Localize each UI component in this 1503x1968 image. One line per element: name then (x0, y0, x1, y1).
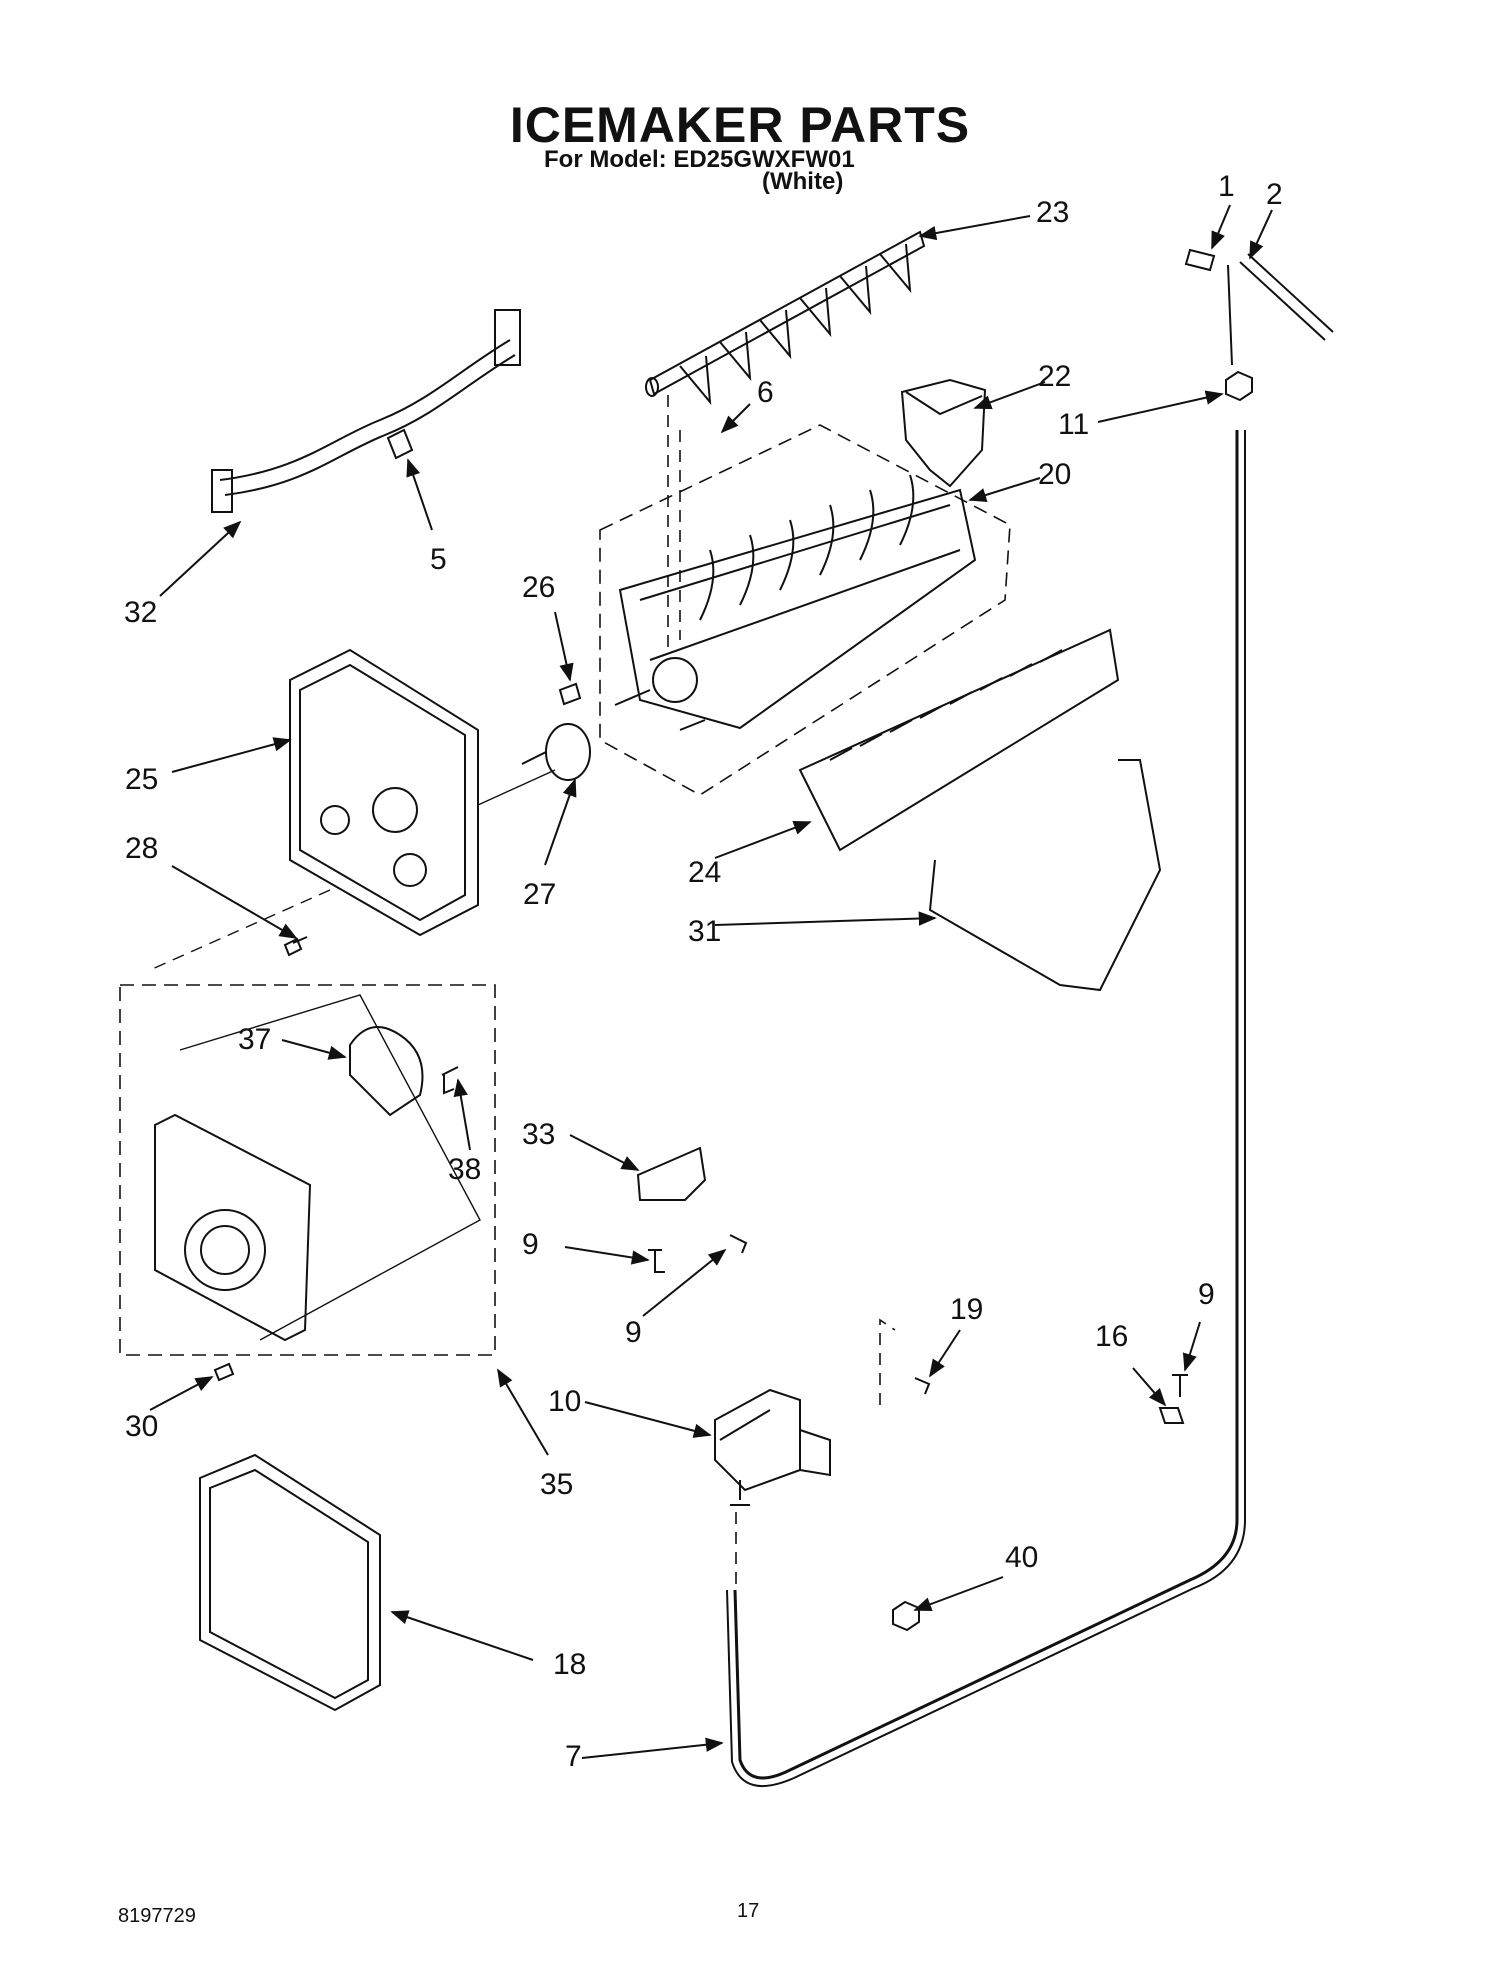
fitting-part-1 (1184, 248, 1216, 272)
screw-part-9-c (1172, 1374, 1188, 1397)
wire-harness-part-32 (211, 309, 521, 513)
valve-mount-guide (879, 1318, 896, 1405)
callout-25: 25 (125, 763, 159, 796)
screw-part-9-a (648, 1249, 665, 1273)
motor-part-37 (349, 1026, 424, 1117)
callout-6: 6 (757, 376, 774, 409)
shut-off-arm-part-31 (928, 759, 1162, 992)
water-tube-part-7 (733, 430, 1239, 1780)
document-number: 8197729 (118, 1905, 196, 1927)
fitting-stem-part-1 (1227, 264, 1233, 366)
cover-part-18 (199, 1453, 381, 1712)
screw-part-30 (213, 1362, 235, 1382)
page-number: 17 (737, 1900, 760, 1922)
screw-part-28 (283, 936, 308, 957)
connection-dashed-lines (667, 395, 737, 1590)
callout-18: 18 (553, 1648, 587, 1681)
callout-23: 23 (1036, 196, 1070, 229)
callout-35: 35 (540, 1468, 574, 1501)
callout-10: 10 (548, 1385, 582, 1418)
housing-guide-line (149, 889, 331, 971)
callout-37: 37 (238, 1023, 272, 1056)
callout-arrows (149, 204, 1273, 1759)
clip-part-5 (386, 428, 414, 460)
control-housing-part-25 (289, 648, 479, 937)
callout-31: 31 (688, 915, 722, 948)
callout-38: 38 (448, 1153, 482, 1186)
nut-part-40 (892, 1600, 920, 1632)
water-valve-part-10 (714, 1388, 831, 1506)
nut-part-11 (1225, 370, 1253, 402)
callout-19: 19 (950, 1293, 984, 1326)
callout-24: 24 (688, 856, 722, 889)
callout-26: 26 (522, 571, 556, 604)
tube-part-2 (1239, 253, 1334, 341)
model-line: For Model: ED25GWXFW01 (544, 146, 855, 173)
mold-assembly-boundary (599, 424, 1011, 796)
ice-ejector-part-23 (645, 230, 926, 406)
callout-9-a: 9 (522, 1228, 539, 1261)
mold-shield-part-24 (798, 628, 1120, 852)
clamp-part-16 (1158, 1407, 1185, 1424)
page-title: ICEMAKER PARTS (509, 97, 971, 153)
callout-33: 33 (522, 1118, 556, 1151)
water-tube-part-7-edge (726, 430, 1246, 1787)
callout-7: 7 (565, 1740, 582, 1773)
callout-32: 32 (124, 596, 158, 629)
callout-28: 28 (125, 832, 159, 865)
callout-20: 20 (1038, 458, 1072, 491)
callout-9-b: 9 (625, 1316, 642, 1349)
bracket-part-33 (636, 1146, 707, 1201)
module-assembly-box (119, 984, 496, 1356)
screw-part-38 (441, 1066, 459, 1095)
callout-5: 5 (430, 543, 447, 576)
module-assembly-guide (179, 994, 481, 1341)
thermostat-part-27 (521, 723, 591, 781)
callout-40: 40 (1005, 1541, 1039, 1574)
color-line: (White) (762, 168, 844, 195)
callout-22: 22 (1038, 360, 1072, 393)
control-module-plate (154, 1113, 312, 1342)
fill-cup-part-22 (900, 378, 987, 488)
clip-part-26 (558, 682, 582, 706)
callout-27: 27 (523, 878, 557, 911)
thermostat-lead-line (477, 769, 556, 806)
callout-9-c: 9 (1198, 1278, 1215, 1311)
callout-16: 16 (1095, 1320, 1129, 1353)
screw-part-19 (914, 1377, 931, 1395)
callout-30: 30 (125, 1410, 159, 1443)
callout-11: 11 (1058, 408, 1090, 441)
callout-2: 2 (1266, 178, 1283, 211)
callout-1: 1 (1218, 170, 1235, 203)
screw-part-9-b (729, 1234, 748, 1254)
icemaker-mold-part-20 (614, 474, 977, 731)
